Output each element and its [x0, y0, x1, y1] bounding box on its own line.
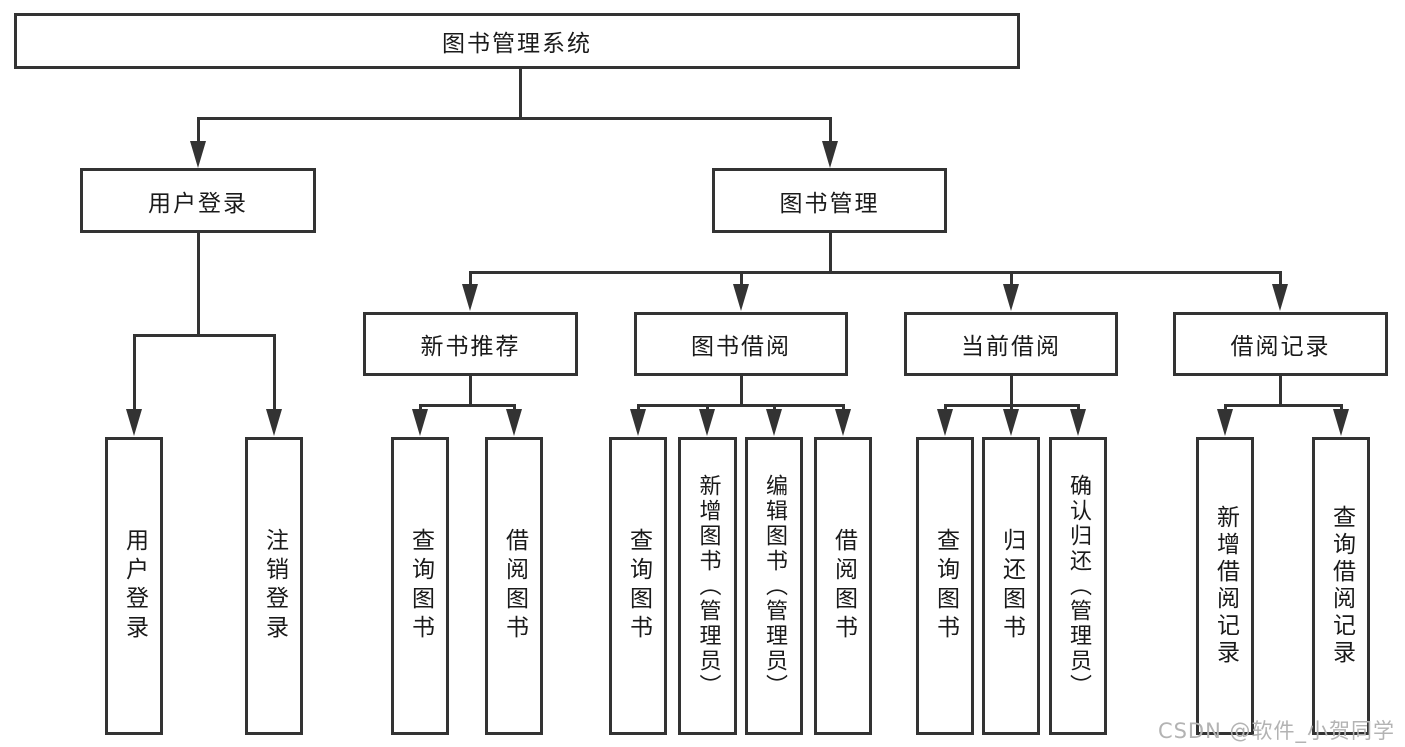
arrowhead-down-icon — [1217, 409, 1233, 436]
connector-current-borrow-stem — [1009, 373, 1013, 407]
connector-borrow-record-spread — [1223, 404, 1343, 407]
node-label: 查询图书 — [407, 528, 434, 644]
node-library-management-system: 图书管理系统 — [14, 13, 1020, 69]
csdn-watermark: CSDN @软件_小贺同学 — [1157, 719, 1395, 743]
arrowhead-down-icon — [821, 141, 838, 168]
arrowhead-down-icon — [412, 409, 428, 436]
node-label: 注销登录 — [261, 528, 288, 644]
node-label: 确认归还（管理员） — [1066, 473, 1091, 699]
arrowhead-down-icon — [733, 284, 749, 311]
node-label: 图书管理系统 — [442, 31, 592, 57]
node-leaf-br-query-record: 查询借阅记录 — [1312, 437, 1370, 735]
node-leaf-br-add-record: 新增借阅记录 — [1196, 437, 1254, 735]
node-label: 新增图书（管理员） — [695, 473, 721, 699]
node-label: 查询图书 — [625, 528, 652, 644]
node-borrow-records: 借阅记录 — [1173, 312, 1388, 376]
arrowhead-down-icon — [189, 141, 206, 168]
arrowhead-down-icon — [1003, 284, 1019, 311]
node-label: 借阅图书 — [501, 528, 528, 644]
arrowhead-down-icon — [265, 409, 282, 436]
node-label: 用户登录 — [148, 190, 248, 217]
node-label: 归还图书 — [998, 528, 1025, 644]
arrowhead-down-icon — [462, 284, 478, 311]
node-current-borrowing: 当前借阅 — [904, 312, 1118, 376]
arrowhead-down-icon — [1070, 409, 1086, 436]
node-label: 图书管理 — [779, 190, 880, 217]
node-label: 新增借阅记录 — [1212, 505, 1239, 667]
node-label: 当前借阅 — [961, 334, 1061, 360]
node-book-borrowing: 图书借阅 — [634, 312, 848, 376]
node-book-management: 图书管理 — [712, 168, 947, 233]
node-label: 图书借阅 — [691, 334, 791, 360]
connector-to-logout-leaf — [272, 335, 276, 411]
connector-to-user-login-leaf — [132, 335, 136, 411]
arrowhead-down-icon — [1272, 284, 1288, 311]
node-leaf-cb-query-books: 查询图书 — [916, 437, 974, 735]
node-label: 编辑图书（管理员） — [762, 473, 787, 699]
connector-book-mgmt-stem — [828, 230, 832, 274]
arrowhead-down-icon — [699, 409, 715, 436]
node-leaf-bb-borrow-books: 借阅图书 — [814, 437, 872, 735]
node-leaf-cb-return-books: 归还图书 — [982, 437, 1040, 735]
arrowhead-down-icon — [630, 409, 646, 436]
connector-book-borrow-stem — [739, 373, 743, 407]
connector-book-borrow-spread — [636, 404, 845, 407]
connector-root-spread — [196, 117, 832, 120]
node-label: 新书推荐 — [420, 334, 521, 360]
connector-to-new-book-rec — [468, 272, 472, 286]
arrowhead-down-icon — [506, 409, 522, 436]
node-leaf-cb-confirm-return-admin: 确认归还（管理员） — [1049, 437, 1107, 735]
node-leaf-user-login: 用户登录 — [105, 437, 163, 735]
node-leaf-bb-query-books: 查询图书 — [609, 437, 667, 735]
connector-user-login-spread — [132, 334, 276, 337]
connector-new-book-rec-spread — [418, 404, 516, 407]
node-new-book-recommend: 新书推荐 — [363, 312, 578, 376]
arrowhead-down-icon — [1333, 409, 1349, 436]
node-leaf-logout: 注销登录 — [245, 437, 303, 735]
node-leaf-nb-borrow-books: 借阅图书 — [485, 437, 543, 735]
connector-root-to-book-mgmt — [828, 118, 832, 144]
connector-borrow-record-stem — [1278, 373, 1282, 407]
connector-to-book-borrow — [739, 272, 743, 286]
node-leaf-bb-add-books-admin: 新增图书（管理员） — [678, 437, 737, 735]
node-label: 借阅记录 — [1230, 334, 1331, 360]
arrowhead-down-icon — [766, 409, 782, 436]
node-user-login: 用户登录 — [80, 168, 316, 233]
connector-book-mgmt-spread — [468, 271, 1282, 274]
arrowhead-down-icon — [937, 409, 953, 436]
node-label: 借阅图书 — [830, 528, 857, 644]
node-label: 查询借阅记录 — [1328, 505, 1355, 667]
arrowhead-down-icon — [1003, 409, 1019, 436]
arrowhead-down-icon — [835, 409, 851, 436]
node-label: 查询图书 — [932, 528, 959, 644]
arrowhead-down-icon — [125, 409, 142, 436]
node-leaf-bb-edit-books-admin: 编辑图书（管理员） — [745, 437, 803, 735]
connector-to-current-borrow — [1009, 272, 1013, 286]
connector-new-book-rec-stem — [468, 373, 472, 407]
node-leaf-nb-query-books: 查询图书 — [391, 437, 449, 735]
connector-to-borrow-record — [1278, 272, 1282, 286]
connector-root-to-user-login — [196, 118, 200, 144]
connector-user-login-stem — [196, 230, 200, 337]
connector-root-stem — [518, 66, 522, 120]
node-label: 用户登录 — [121, 528, 148, 644]
